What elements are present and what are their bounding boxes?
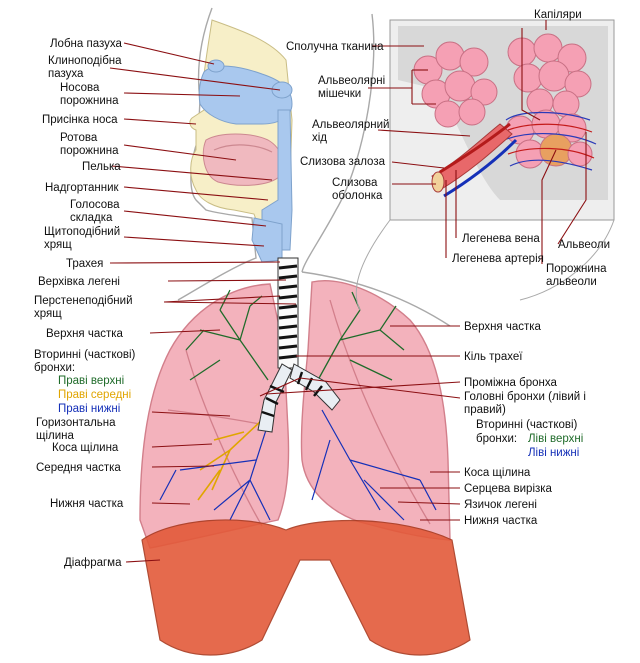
label-upper-lobe-left: Верхня частка bbox=[46, 328, 124, 340]
frontal-sinus bbox=[207, 59, 225, 73]
label-oral-cavity-1: Ротова bbox=[60, 132, 98, 144]
label-left-upper: Ліві верхні bbox=[528, 433, 583, 445]
label-vocal-fold-1: Голосова bbox=[70, 199, 120, 211]
label-alveolar-cavity-1: Порожнина bbox=[546, 263, 607, 275]
label-ethmoid-sinus-1: Клиноподібна bbox=[48, 55, 122, 67]
label-thyroid-cartilage-1: Щитоподібний bbox=[44, 226, 120, 238]
label-alveolar-duct-1: Альвеолярний bbox=[312, 119, 389, 131]
left-oblique-fissure bbox=[329, 299, 431, 525]
label-lingula: Язичок легені bbox=[464, 499, 537, 511]
label-diaphragm: Діафрагма bbox=[64, 557, 122, 569]
label-main-bronchi-2: правий) bbox=[464, 404, 506, 416]
inset-connector bbox=[355, 219, 391, 311]
label-main-bronchi-1: Головні бронхи (лівий і bbox=[464, 391, 586, 403]
label-alveoli: Альвеоли bbox=[558, 239, 610, 251]
bronchi-rings bbox=[261, 371, 323, 418]
label-upper-lobe-right: Верхня частка bbox=[464, 321, 542, 333]
left-upper-bronchi bbox=[317, 291, 405, 381]
leader-lines-right bbox=[259, 20, 587, 521]
label-capillaries: Капіляри bbox=[534, 9, 582, 21]
left-main-bronchus bbox=[289, 363, 341, 411]
label-epiglottis: Надгортанник bbox=[45, 182, 120, 194]
larynx bbox=[251, 217, 283, 263]
label-alveolar-sacs-1: Альвеолярні bbox=[318, 75, 385, 87]
label-middle-lobe: Середня частка bbox=[36, 462, 121, 474]
alveolar-sacs-right bbox=[507, 33, 592, 118]
right-middle-bronchi bbox=[197, 419, 263, 501]
label-horizontal-fissure-1: Горизонтальна bbox=[36, 417, 116, 429]
label-right-middle: Праві середні bbox=[58, 389, 131, 401]
right-upper-bronchi bbox=[185, 289, 269, 381]
label-alveolar-duct-2: хід bbox=[312, 132, 327, 144]
label-thyroid-cartilage-2: хрящ bbox=[44, 239, 72, 251]
label-nostril: Присінка носа bbox=[42, 114, 118, 126]
trachea-rings bbox=[278, 264, 298, 360]
label-intermediate-bronchus: Проміжна бронха bbox=[464, 377, 558, 389]
label-mucous-membrane-2: оболонка bbox=[332, 190, 383, 202]
label-nasal-cavity-1: Носова bbox=[60, 82, 100, 94]
pulmonary-artery-vessel bbox=[443, 138, 518, 198]
label-cricoid-cartilage-2: хрящ bbox=[34, 308, 62, 320]
label-right-lower: Праві нижні bbox=[58, 403, 120, 415]
label-pulmonary-vein: Легенева вена bbox=[462, 233, 540, 245]
label-lower-lobe-left: Нижня частка bbox=[50, 498, 124, 510]
label-horizontal-fissure-2: щілина bbox=[36, 430, 75, 442]
leader-lines-left bbox=[109, 42, 297, 563]
trachea bbox=[277, 257, 299, 369]
left-lung bbox=[300, 280, 451, 541]
diaphragm bbox=[141, 519, 471, 656]
label-secondary-bronchi-left-2: бронхи: bbox=[34, 362, 75, 374]
label-cardiac-notch: Серцева вирізка bbox=[464, 483, 553, 495]
label-alveolar-cavity-2: альвеоли bbox=[546, 276, 597, 288]
right-oblique-fissure bbox=[185, 349, 263, 527]
label-oral-cavity-2: порожнина bbox=[60, 145, 119, 157]
label-carina: Кіль трахеї bbox=[464, 351, 523, 363]
left-lower-bronchi bbox=[311, 409, 437, 521]
pulmonary-vein-vessel bbox=[439, 122, 511, 174]
label-connective-tissue: Сполучна тканина bbox=[286, 41, 384, 53]
label-mucous-membrane-1: Слизова bbox=[332, 177, 378, 189]
label-cricoid-cartilage-1: Перстенеподібний bbox=[34, 295, 133, 307]
inset-connector-2 bbox=[519, 219, 615, 301]
label-nasal-cavity-2: порожнина bbox=[60, 95, 119, 107]
bronchiole bbox=[431, 123, 513, 191]
label-secondary-bronchi-right-1: Вторинні (часткові) bbox=[476, 419, 578, 431]
label-ethmoid-sinus-2: пазуха bbox=[48, 68, 84, 80]
label-secondary-bronchi-right-2: бронхи: bbox=[476, 433, 517, 445]
right-lower-bronchi bbox=[159, 429, 271, 521]
label-vocal-fold-2: складка bbox=[70, 212, 113, 224]
label-trachea: Трахея bbox=[66, 258, 103, 270]
label-frontal-sinus: Лобна пазуха bbox=[50, 38, 122, 50]
label-lung-apex: Верхівка легені bbox=[38, 276, 120, 288]
sphenoid-sinus bbox=[271, 81, 293, 99]
label-secondary-bronchi-left-1: Вторинні (часткові) bbox=[34, 349, 136, 361]
label-oblique-fissure-left: Коса щілина bbox=[52, 442, 119, 454]
label-right-upper: Праві верхні bbox=[58, 375, 124, 387]
label-pharynx: Пелька bbox=[82, 161, 121, 173]
label-mucous-gland: Слизова залоза bbox=[300, 156, 386, 168]
label-lower-lobe-right: Нижня частка bbox=[464, 515, 538, 527]
tongue bbox=[213, 144, 273, 153]
label-left-lower: Ліві нижні bbox=[528, 447, 579, 459]
label-pulmonary-artery: Легенева артерія bbox=[452, 253, 544, 265]
label-oblique-fissure-right: Коса щілина bbox=[464, 467, 531, 479]
label-alveolar-sacs-2: мішечки bbox=[318, 88, 361, 100]
bronchiole-opening bbox=[431, 171, 445, 193]
alveolar-sacs-left bbox=[413, 41, 498, 128]
body-outline bbox=[177, 7, 451, 327]
